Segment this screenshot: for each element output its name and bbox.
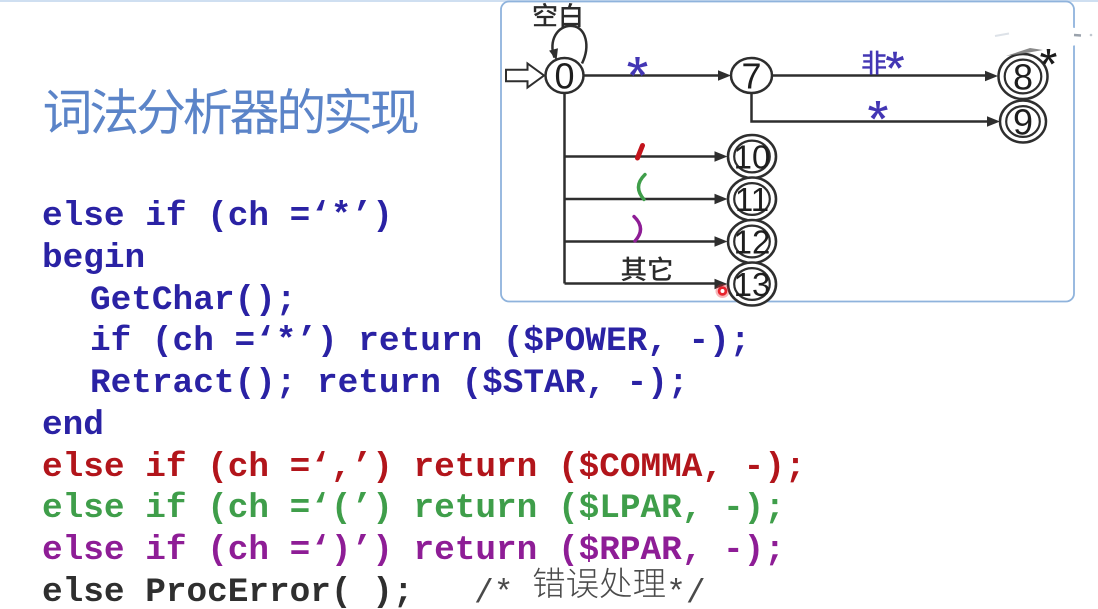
arrowhead bbox=[714, 193, 728, 205]
code-line-1: else if (ch =‘*’) bbox=[42, 196, 806, 238]
cjk-glyph bbox=[44, 89, 89, 135]
code-text: else if (ch =‘)’) return ($RPAR, -); bbox=[42, 531, 785, 571]
cjk-glyph bbox=[184, 88, 231, 135]
state-11: 11 bbox=[726, 176, 778, 222]
state-label: 0 bbox=[554, 56, 574, 97]
arrowhead bbox=[714, 278, 728, 290]
state-label: 8 bbox=[1013, 57, 1033, 98]
state-inner-circle bbox=[733, 139, 771, 174]
code-text: begin bbox=[42, 238, 146, 278]
state-label: 12 bbox=[734, 224, 771, 261]
state-circle bbox=[544, 56, 585, 95]
cjk-glyph bbox=[533, 567, 565, 598]
edge-label-blank bbox=[533, 2, 581, 28]
state-10: 10 bbox=[726, 133, 778, 180]
code-text: else if (ch =‘,’) return ($COMMA, -); bbox=[42, 447, 806, 487]
smudge-white-patch bbox=[992, 26, 1087, 48]
title-text bbox=[44, 87, 418, 135]
page-title bbox=[44, 87, 418, 135]
code-line-6: end bbox=[42, 405, 806, 447]
cjk-glyph bbox=[280, 87, 323, 134]
edge-label-not-star-ast bbox=[886, 51, 904, 69]
arrowhead bbox=[714, 151, 728, 162]
state-label: 13 bbox=[734, 266, 771, 303]
state-inner-circle bbox=[733, 224, 771, 259]
cjk-glyph bbox=[862, 50, 887, 75]
code-text: else if (ch =‘*’) bbox=[42, 197, 393, 236]
start-arrow bbox=[505, 61, 546, 90]
state-circle bbox=[729, 56, 774, 95]
comment-ascii: /* bbox=[474, 575, 514, 609]
code-text: if (ch =‘*’) return ($POWER, -); bbox=[90, 322, 751, 362]
state-inner-circle bbox=[733, 267, 771, 302]
edge-label-star-0-7 bbox=[627, 57, 648, 77]
cjk-glyph bbox=[326, 87, 370, 135]
code-text: else if (ch =‘(’) return ($LPAR, -); bbox=[42, 489, 785, 529]
cjk-glyph bbox=[138, 89, 185, 135]
code-line-2: begin bbox=[42, 238, 806, 280]
laser-dot-ring bbox=[717, 286, 728, 296]
state-7: 7 bbox=[729, 56, 774, 97]
edge-label-other bbox=[621, 256, 672, 282]
state-9: 9 bbox=[998, 99, 1048, 144]
cjk-glyph bbox=[567, 568, 598, 598]
state-12: 12 bbox=[726, 218, 778, 265]
laser-pointer-dot bbox=[715, 284, 730, 298]
code-line-7: else if (ch =‘,’) return ($COMMA, -); bbox=[42, 447, 806, 489]
code-line-4: if (ch =‘*’) return ($POWER, -); bbox=[42, 321, 806, 363]
edge-7-9 bbox=[750, 93, 988, 123]
state-8: 8 bbox=[997, 52, 1049, 101]
state-label: 9 bbox=[1013, 102, 1033, 143]
cjk-glyph bbox=[533, 2, 557, 27]
white-smudge-artifact bbox=[992, 26, 1093, 48]
diagram-edges bbox=[551, 24, 988, 285]
state-label: 11 bbox=[735, 181, 769, 218]
code-text: end bbox=[42, 405, 104, 445]
state-inner-circle bbox=[733, 182, 771, 217]
code-line-9: else if (ch =‘)’) return ($RPAR, -); bbox=[42, 530, 806, 572]
edge-label-star-7-9 bbox=[868, 101, 888, 120]
cjk-glyph bbox=[621, 256, 646, 282]
code-line-5: Retract(); return ($STAR, -); bbox=[42, 363, 806, 405]
code-line-10: else ProcError( ); /* */ bbox=[42, 567, 806, 609]
code-line-3: GetChar(); bbox=[42, 280, 806, 322]
edge-0-0-loop bbox=[551, 24, 588, 65]
code-text: GetChar(); bbox=[90, 280, 297, 320]
state-label: 10 bbox=[734, 139, 771, 176]
state-inner-circle bbox=[1005, 104, 1041, 138]
arrowhead bbox=[987, 116, 1000, 127]
arrowhead bbox=[714, 236, 728, 247]
arrowhead bbox=[718, 70, 731, 81]
cjk-glyph bbox=[634, 568, 665, 597]
code-line-8: else if (ch =‘(’) return ($LPAR, -); bbox=[42, 488, 806, 530]
cjk-glyph bbox=[231, 90, 279, 135]
state-13: 13 bbox=[726, 261, 778, 307]
comment-ascii: */ bbox=[666, 575, 706, 609]
edge-label-lparen bbox=[636, 172, 647, 202]
cjk-glyph bbox=[91, 88, 137, 135]
arrowhead bbox=[549, 48, 558, 61]
code-text: Retract(); return ($STAR, -); bbox=[90, 364, 689, 404]
edge-label-rparen bbox=[632, 214, 643, 243]
edge-label-comma bbox=[635, 143, 645, 161]
code-text: else ProcError( ); bbox=[42, 572, 414, 609]
grey-arrow-remnant bbox=[1006, 48, 1043, 56]
state-inner-circle bbox=[1003, 58, 1043, 95]
code-comment: /* */ bbox=[474, 567, 706, 609]
arrowhead bbox=[985, 70, 998, 82]
smudge-speck bbox=[1089, 33, 1093, 37]
cjk-glyph bbox=[371, 90, 418, 135]
cjk-glyph bbox=[649, 256, 672, 281]
state-label: 7 bbox=[741, 56, 761, 97]
edge-label-not-star bbox=[862, 50, 887, 75]
cjk-glyph bbox=[561, 2, 581, 28]
smudge-grey-streak bbox=[994, 32, 1010, 37]
diagram-border-box bbox=[500, 0, 1075, 303]
cjk-glyph bbox=[600, 567, 632, 598]
smudge-grey-dash bbox=[1073, 33, 1082, 37]
state-8-star bbox=[1040, 49, 1057, 65]
state-0: 0 bbox=[544, 56, 585, 97]
